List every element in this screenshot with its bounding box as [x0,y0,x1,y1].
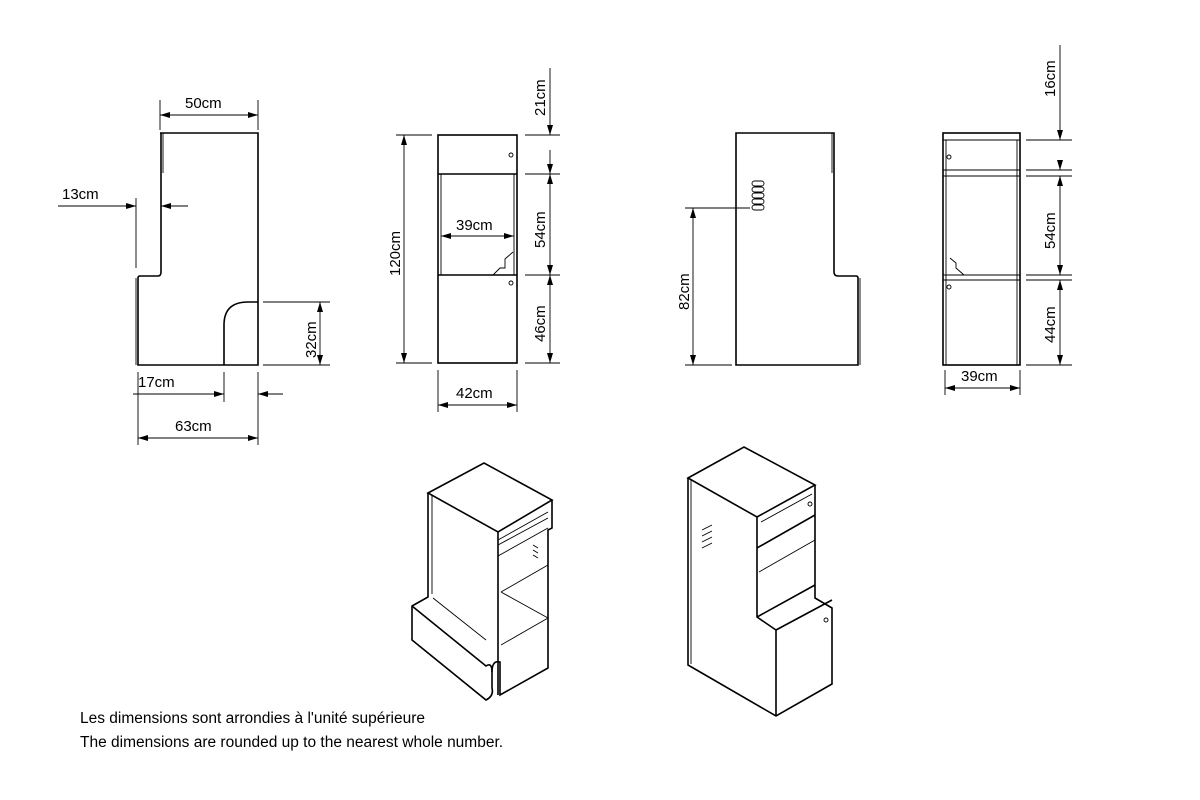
dim-bottom-section-2: 44cm [1042,306,1059,343]
dim-cutout-height: 32cm [303,321,320,358]
dim-vent-height: 82cm [676,273,693,310]
dim-total-depth: 63cm [175,418,212,435]
section-view: 16cm 54cm 44cm 39cm [942,45,1072,395]
vent-icon [701,524,713,549]
note-french: Les dimensions sont arrondies à l'unité … [80,710,426,727]
side-view: 50cm 13cm 32cm 17cm 63cm [58,95,330,445]
dim-middle-section-2: 54cm [1042,212,1059,249]
dim-bottom-section: 46cm [532,305,549,342]
back-view: 82cm [676,132,861,366]
dim-total-width: 42cm [456,385,493,402]
dim-inner-width: 39cm [456,217,493,234]
dim-cutout-width: 17cm [138,374,175,391]
vent-icon [751,180,765,211]
dim-top-section-2: 16cm [1042,60,1059,97]
front-view: 120cm 21cm 54cm 46cm 39cm 42cm [387,68,560,412]
note-english: The dimensions are rounded up to the nea… [80,734,504,751]
isometric-view-front [411,462,554,701]
dim-inner-width-2: 39cm [961,368,998,385]
dim-top-width: 50cm [185,95,222,112]
isometric-view-back [686,446,833,717]
dim-step-depth: 13cm [62,186,99,203]
dim-middle-section: 54cm [532,211,549,248]
dim-total-height: 120cm [387,231,404,276]
dim-top-section: 21cm [532,79,549,116]
